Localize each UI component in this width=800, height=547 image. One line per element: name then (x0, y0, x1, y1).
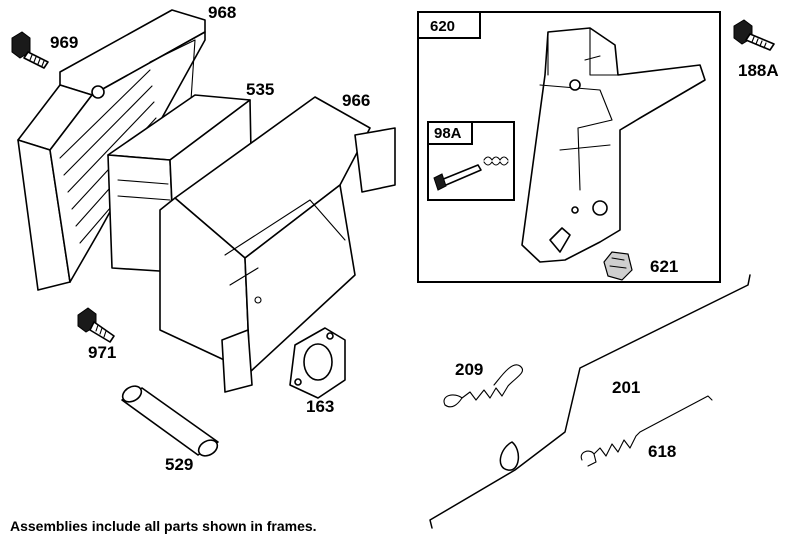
part-971-screw (77, 307, 115, 343)
part-163-gasket (289, 327, 346, 399)
part-529-tube (121, 385, 219, 457)
label-968: 968 (208, 3, 236, 22)
part-188a-screw (733, 19, 775, 51)
label-620: 620 (430, 18, 455, 35)
part-618-spring (580, 395, 713, 467)
footnote: Assemblies include all parts shown in fr… (10, 518, 317, 534)
label-209: 209 (455, 360, 483, 379)
label-188a: 188A (738, 61, 779, 80)
part-201-link-rod (429, 274, 751, 529)
label-201: 201 (612, 378, 640, 397)
frame-620 (417, 11, 721, 283)
part-621-clip (603, 251, 633, 281)
label-969: 969 (50, 33, 78, 52)
part-98a-screw-and-spring (433, 156, 509, 191)
label-621: 621 (650, 257, 678, 276)
part-966-housing (159, 96, 396, 393)
label-966: 966 (342, 91, 370, 110)
part-969-screw (11, 31, 49, 69)
label-98a: 98A (434, 125, 462, 142)
part-620-control-bracket (521, 27, 706, 263)
frame-98a (427, 121, 515, 201)
label-618: 618 (648, 442, 676, 461)
part-209-spring (443, 364, 524, 408)
label-163: 163 (306, 397, 334, 416)
label-535: 535 (246, 80, 274, 99)
label-529: 529 (165, 455, 193, 474)
label-971: 971 (88, 343, 116, 362)
